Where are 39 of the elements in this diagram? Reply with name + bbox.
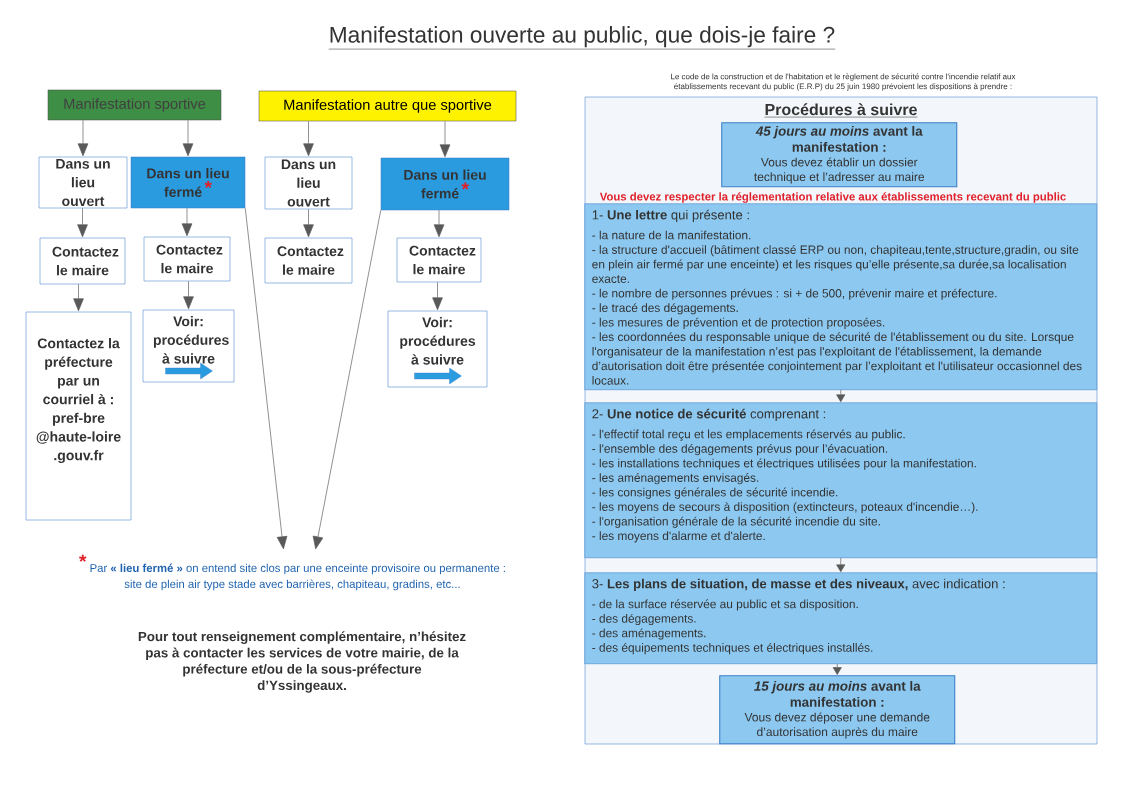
category-box: Manifestation sportive [47,89,222,121]
header-note: Le code de la construction et de l'habitation et le règlement de sécurité contre l'incendie relatif aux établissements recevant du public (E.R.P) du 25 juin 1980 prévoient les dispositions à prendre : [671,73,1016,91]
arrow [183,280,194,310]
arrow [832,663,842,675]
arrow [182,119,194,157]
process-box: Contactez la préfecture par un courriel à : pref-bre @haute-loire .gouv.fr [25,311,132,521]
contact-note: Pour tout renseignement complémentaire, n’hésitez pas à contacter les services de votre mairie, de la préfecture et/ou de la sous-préfecture d’Yssingeaux. [138,631,466,693]
process-box: Contactez le maire [143,236,231,282]
process-box: Contactez le maire [39,237,126,285]
deadline-box: 45 jours au moins avant la manifestation : Vous devez établir un dossier technique et l’adresser au maire [721,122,958,188]
arrow [77,119,89,157]
arrow [432,281,443,311]
arrow [303,120,314,157]
process-box: Voir: procédures à suivre [142,309,235,383]
arrow [244,207,288,550]
deadline-box: 15 jours au moins avant la manifestation : Vous devez déposer une demande d’autorisation auprès du maire [719,675,956,745]
step-box: 2- Une notice de sécurité comprenant : - l'effectif total reçu et les emplacements réservés au public. - l'ensemble des dégagements prévus pour l’évacuation. - les installations techniques et électriques utilisées pour la manifestation. - les aménagements envisagés. - les consignes générales de sécurité incendie. - les moyens de secours à disposition (extincteurs, poteaux d'incendie…). - l'organisation générale de la sécurité incendie du site. - les moyens d'alarme et d'alerte. [584,402,1097,558]
arrow [433,209,445,238]
process-box: Dans un lieu fermé * [130,156,246,209]
arrow [77,207,88,238]
title: Manifestation ouverte au public, que dois-je faire ? [328,26,836,50]
arrow [836,389,846,403]
process-box: Dans un lieu ouvert [38,156,128,209]
arrow [312,209,382,550]
category-box: Manifestation autre que sportive [258,90,517,122]
step-box: 1- Une lettre qui présente : - la nature de la manifestation. - la structure d'accueil (bâtiment classé ERP ou non, chapiteau,tente,structure,gradin, ou site en plein air fermé par une enceinte) et les risques qu’elle présente,sa durée,sa localisation exacte. - le nombre de personnes prévues : si + de 500, prévenir maire et préfecture. - le tracé des dégagements. - les mesures de prévention et de protection proposées. - les coordonnées du responsable unique de sécurité de l'établissement ou du site. Lorsque l'organisateur de la manifestation n’est pas l'exploitant de l'établissement, la demande d’autorisation doit être présentée conjointement par l’exploitant et l'utilisateur occasionnel des locaux. [584,203,1097,390]
process-box: Voir: procédures à suivre [387,310,488,388]
process-box: Dans un lieu ouvert [264,156,353,210]
footnote: * Par « lieu fermé » on entend site clos par une enceinte provisoire ou permanente : site de plein air type stade avec barrières, chapiteau, gradins, etc... [79,554,505,591]
process-box: Contactez le maire [396,237,482,283]
arrow [303,208,314,238]
process-box: Dans un lieu fermé * [380,157,510,211]
arrow [181,207,193,237]
arrow [439,120,451,158]
arrow [73,283,84,312]
arrow [836,557,846,573]
step-box: 3- Les plans de situation, de masse et des niveaux, avec indication : - de la surface réservée au public et sa disposition. - des dégagements. - des aménagements. - des équipements techniques et électriques installés. [584,572,1097,664]
process-box: Contactez le maire [264,237,353,284]
warning-text: Vous devez respecter la réglementation relative aux établissements recevant du public [599,192,1066,203]
